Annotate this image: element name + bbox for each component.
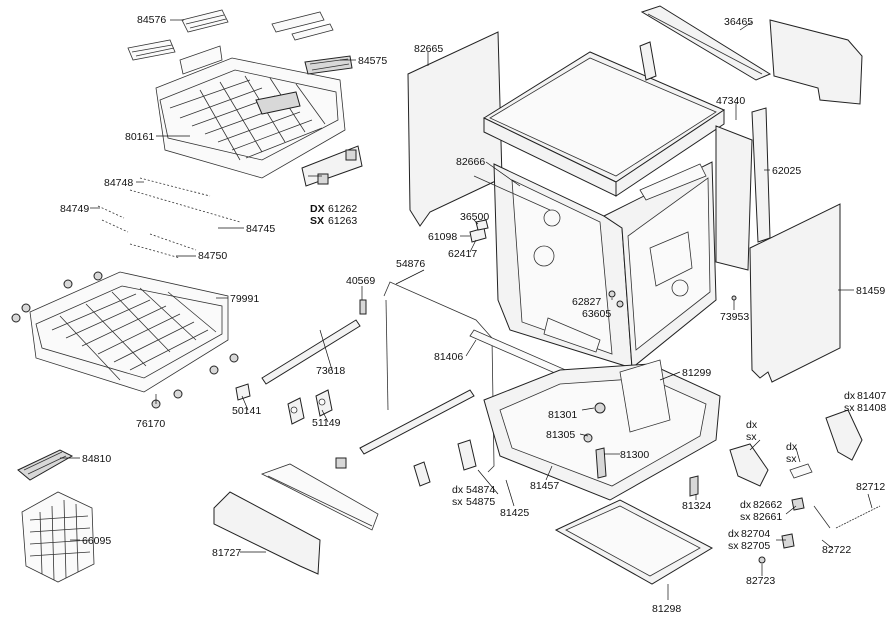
label-sx-81408: sx (844, 402, 855, 414)
lower-basket-79991 (11, 271, 239, 409)
cutlery-basket (17, 449, 95, 583)
label-84576: 84576 (137, 14, 166, 26)
label-40569: 40569 (346, 275, 375, 287)
label-62025: 62025 (772, 165, 801, 177)
label-81457: 81457 (530, 480, 559, 492)
label-82704: 82704 (741, 528, 770, 540)
label-54875: 54875 (466, 496, 495, 508)
label-81299: 81299 (682, 367, 711, 379)
clips-and-hinges (235, 299, 367, 425)
label-81298: 81298 (652, 603, 681, 615)
label-66095: 66095 (82, 535, 111, 547)
base-frame-81299 (483, 359, 721, 501)
label-81408: 81408 (857, 402, 886, 414)
label-84745: 84745 (246, 223, 275, 235)
label-84575: 84575 (358, 55, 387, 67)
label-81300: 81300 (620, 449, 649, 461)
label-82712: 82712 (856, 481, 885, 493)
label-82666: 82666 (456, 156, 485, 168)
label-81324: 81324 (682, 500, 711, 512)
label-dx-marker: DX (310, 203, 325, 215)
label-61262: 61262 (328, 203, 357, 215)
label-sx-82661: sx (740, 511, 751, 523)
kickplate-81727 (213, 463, 379, 575)
label-sx-marker: SX (310, 215, 324, 227)
label-73618: 73618 (316, 365, 345, 377)
top-panel (482, 51, 726, 197)
label-47340: 47340 (716, 95, 745, 107)
label-81459: 81459 (856, 285, 885, 297)
side-panel-81459 (749, 203, 841, 383)
springs-right (758, 497, 881, 564)
label-82722: 82722 (822, 544, 851, 556)
label-79991: 79991 (230, 293, 259, 305)
label-sx-hinge-left: sx (746, 431, 757, 443)
label-dx-81407: dx (844, 390, 856, 402)
label-62417: 62417 (448, 248, 477, 260)
upper-basket-80161 (155, 45, 363, 187)
label-82662: 82662 (753, 499, 782, 511)
label-sx-hinge-right: sx (786, 453, 797, 465)
tub-body (493, 161, 717, 369)
label-36500: 36500 (460, 211, 489, 223)
small-parts-hinge-area (469, 175, 737, 308)
label-50141: 50141 (232, 405, 261, 417)
label-sx-54875: sx (452, 496, 463, 508)
label-81305: 81305 (546, 429, 575, 441)
label-81727: 81727 (212, 547, 241, 559)
base-tray-81298 (554, 499, 714, 585)
rail-36465 (639, 5, 772, 81)
label-82661: 82661 (753, 511, 782, 523)
label-84749: 84749 (60, 203, 89, 215)
label-61263: 61263 (328, 215, 357, 227)
label-62827: 62827 (572, 296, 601, 308)
label-54874: 54874 (466, 484, 495, 496)
rear-panel-47340 (715, 125, 753, 271)
hinge-parts-54874 (335, 439, 477, 487)
label-dx-82662: dx (740, 499, 752, 511)
label-81301: 81301 (548, 409, 577, 421)
tine-rows (97, 177, 241, 259)
hinge-right (729, 409, 863, 487)
label-54876: 54876 (396, 258, 425, 270)
part-labels: 84576 84575 80161 DX 61262 SX 61263 8474… (60, 14, 886, 615)
door-seal-54876 (383, 281, 495, 473)
label-63605: 63605 (582, 308, 611, 320)
label-dx-54874: dx (452, 484, 464, 496)
leader-lines (60, 19, 873, 600)
label-36465: 36465 (724, 16, 753, 28)
label-82705: 82705 (741, 540, 770, 552)
label-82665: 82665 (414, 43, 443, 55)
label-51149: 51149 (312, 417, 341, 429)
label-dx-hinge-left: dx (746, 419, 758, 431)
label-81425: 81425 (500, 507, 529, 519)
side-panel-82665 (407, 31, 503, 227)
cutlery-holder-84576 (127, 9, 334, 61)
side-strip-62025 (751, 107, 771, 243)
label-dx-82704: dx (728, 528, 740, 540)
label-82723: 82723 (746, 575, 775, 587)
side-panel-right-top (769, 19, 863, 105)
label-81406: 81406 (434, 351, 463, 363)
label-dx-hinge-right: dx (786, 441, 798, 453)
label-61098: 61098 (428, 231, 457, 243)
label-80161: 80161 (125, 131, 154, 143)
label-sx-82705: sx (728, 540, 739, 552)
label-84810: 84810 (82, 453, 111, 465)
label-81407: 81407 (857, 390, 886, 402)
label-73953: 73953 (720, 311, 749, 323)
label-84748: 84748 (104, 177, 133, 189)
label-84750: 84750 (198, 250, 227, 262)
label-76170: 76170 (136, 418, 165, 430)
